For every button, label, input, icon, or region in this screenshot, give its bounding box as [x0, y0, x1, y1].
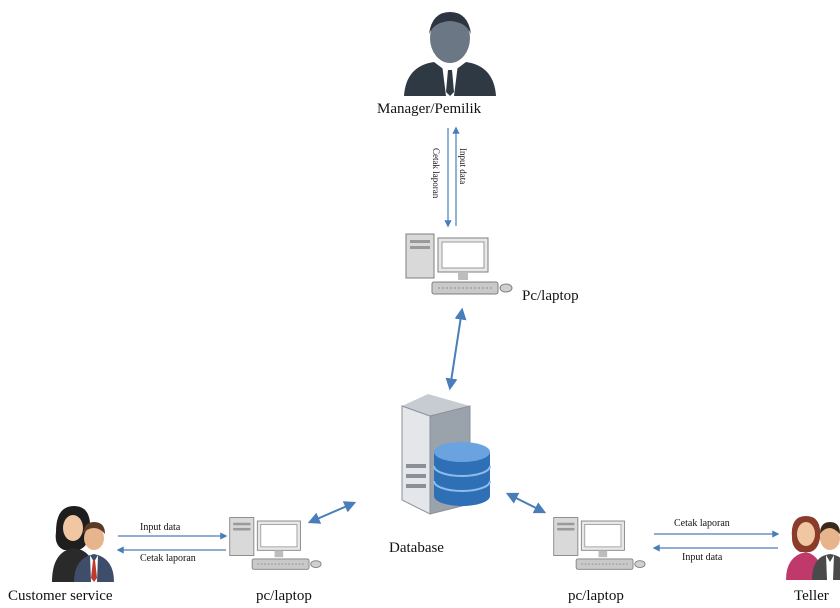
database-label: Database	[389, 540, 444, 556]
edge-label-teller-to-pc: Input data	[682, 552, 723, 563]
database-server-icon	[396, 392, 500, 516]
teller-icon	[784, 508, 840, 580]
customer-service-label: Customer service	[8, 588, 113, 604]
edge-label-pc-to-cs: Cetak laporan	[140, 553, 196, 564]
edge-label-manager-up: Input data	[458, 148, 468, 185]
pc-right-label: pc/laptop	[568, 588, 624, 604]
arrow-pc-left-database	[307, 501, 357, 524]
customer-service-icon	[50, 502, 116, 582]
manager-label: Manager/Pemilik	[377, 101, 482, 117]
pc-left-label: pc/laptop	[256, 588, 312, 604]
arrow-pc-top-database	[445, 307, 467, 391]
manager-icon	[398, 4, 502, 96]
edge-label-manager-down: Cetak laporan	[431, 148, 441, 199]
pc-top-icon	[404, 232, 520, 302]
pc-right-icon	[552, 512, 652, 580]
edge-label-pc-to-teller: Cetak laporan	[674, 518, 730, 529]
teller-label: Teller	[794, 588, 829, 604]
pc-top-label: Pc/laptop	[522, 288, 579, 304]
arrow-pc-right-database	[505, 492, 547, 514]
edge-label-cs-to-pc: Input data	[140, 522, 181, 533]
pc-left-icon	[228, 512, 328, 580]
